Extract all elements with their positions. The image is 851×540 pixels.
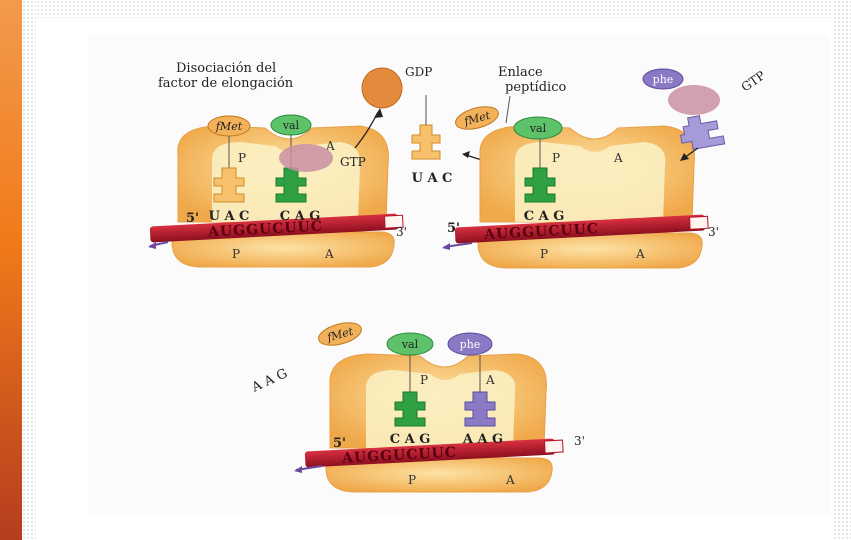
released-aag: A A G xyxy=(249,366,290,396)
site-a-bottom-1: A xyxy=(324,247,334,261)
release-arrowhead xyxy=(462,151,470,158)
codon-cag-2: C A G xyxy=(524,209,565,224)
dissociation-text-1: Disociación del xyxy=(176,61,276,76)
val-label-1: val xyxy=(282,119,300,132)
phe-label-2: phe xyxy=(653,73,674,86)
mrna-tail-2 xyxy=(690,216,709,229)
mrna-arrowhead-2 xyxy=(442,243,450,250)
dissociation-arrowhead xyxy=(374,108,383,118)
site-a-top-2: A xyxy=(613,151,623,165)
gdp-ball xyxy=(362,68,402,108)
released-trna xyxy=(412,125,440,159)
site-p-top-3: P xyxy=(420,373,428,387)
site-a-top-3: A xyxy=(485,373,495,387)
site-p-bottom-1: P xyxy=(232,247,240,261)
five-prime-1: 5' xyxy=(186,211,199,226)
codon-cag-1: C A G xyxy=(280,209,321,224)
site-p-bottom-3: P xyxy=(408,473,416,487)
fmet-label-1: fMet xyxy=(215,120,243,133)
panel-3: AUGGUCUUC 5' 3' P A P A fMet val phe C A… xyxy=(249,319,585,492)
phe-label-3: phe xyxy=(460,338,481,351)
released-anticodon: U A C xyxy=(412,171,453,186)
elongation-factor-1 xyxy=(279,144,333,172)
gtp-label-2: GTP xyxy=(739,68,768,94)
site-p-top-1: P xyxy=(238,151,246,165)
val-label-3: val xyxy=(401,338,419,351)
gtp-label-1: GTP xyxy=(340,155,366,169)
site-p-bottom-2: P xyxy=(540,247,548,261)
elongation-factor-2 xyxy=(668,85,720,115)
five-prime-3: 5' xyxy=(333,436,346,451)
panel-2: AUGGUCUUC 5' 3' P A P A fMet val C A G E… xyxy=(442,65,768,268)
mrna-arrowhead-3 xyxy=(294,466,302,473)
three-prime-2: 3' xyxy=(708,225,719,239)
site-a-bottom-3: A xyxy=(505,473,515,487)
three-prime-1: 3' xyxy=(396,225,407,239)
five-prime-2: 5' xyxy=(447,221,460,236)
site-a-bottom-2: A xyxy=(635,247,645,261)
mrna-tail-3 xyxy=(545,440,564,453)
gdp-label: GDP xyxy=(405,65,432,79)
codon-aag-3: A A G xyxy=(462,432,503,447)
codon-cag-3: C A G xyxy=(390,432,431,447)
site-p-top-2: P xyxy=(552,151,560,165)
panel-1: AUGGUCUUC 5' 3' P A P A fMet U A C val C… xyxy=(148,61,488,267)
peptide-pointer xyxy=(506,96,510,123)
val-label-2: val xyxy=(529,122,547,135)
anticodon-uac-1: U A C xyxy=(209,209,250,224)
mrna-arrowhead xyxy=(148,242,156,249)
peptide-text-1: Enlace xyxy=(498,65,543,80)
dissociation-text-2: factor de elongación xyxy=(158,76,294,91)
three-prime-3: 3' xyxy=(574,434,585,448)
peptide-text-2: peptídico xyxy=(505,80,566,95)
